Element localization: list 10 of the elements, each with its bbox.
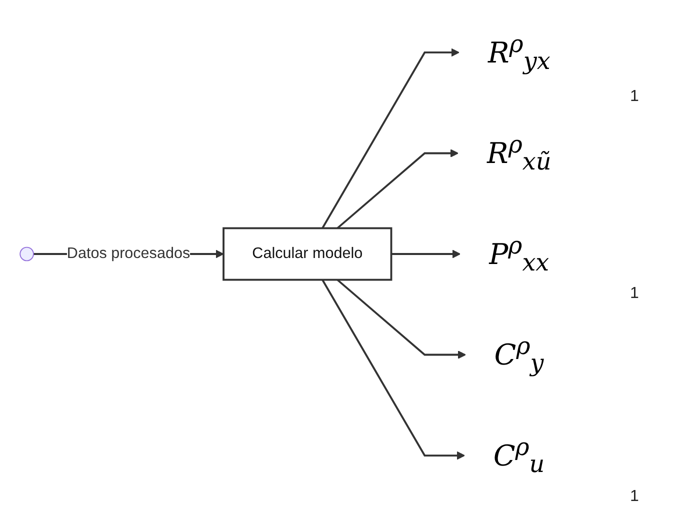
note-number: 1 bbox=[630, 88, 639, 106]
node-box bbox=[222, 227, 392, 281]
arrow bbox=[391, 250, 461, 258]
node-circle bbox=[20, 246, 34, 262]
arrow bbox=[336, 149, 458, 229]
note-number: 1 bbox=[630, 488, 639, 506]
arrow bbox=[322, 48, 460, 229]
note-number: 1 bbox=[630, 285, 639, 303]
arrow bbox=[336, 279, 466, 359]
arrow bbox=[322, 279, 466, 460]
